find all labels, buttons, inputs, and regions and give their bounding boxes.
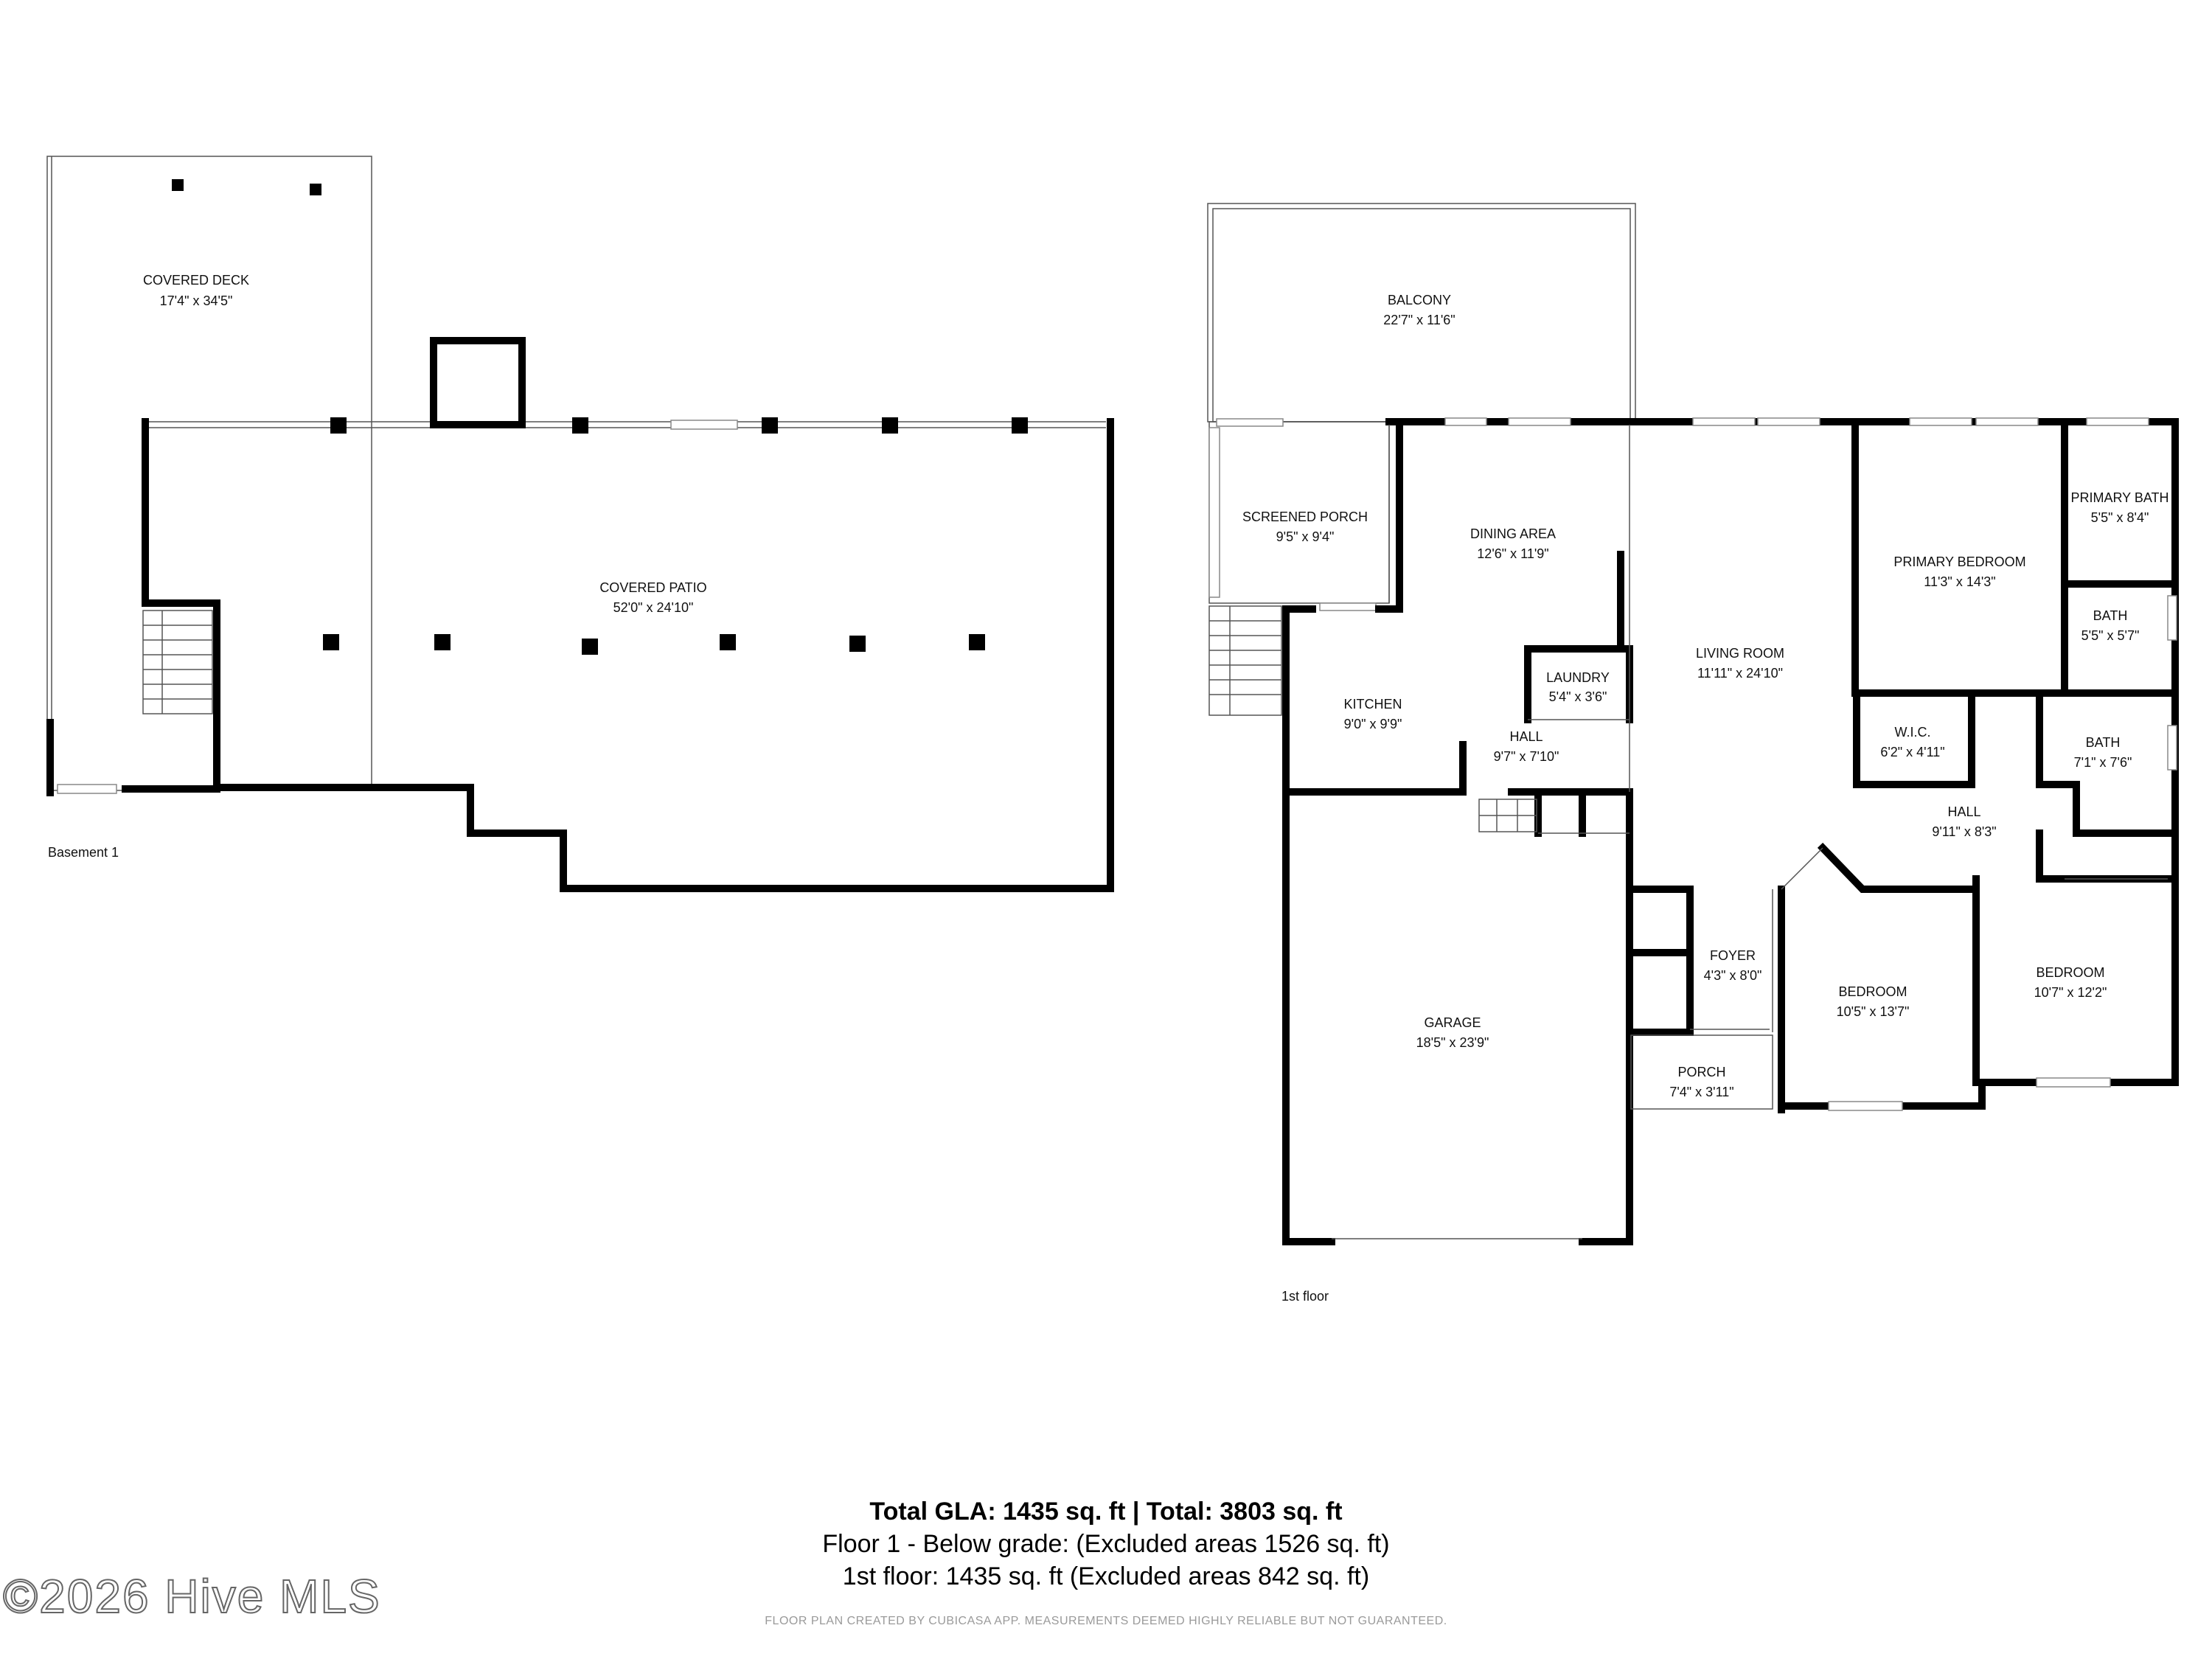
bath-2-name: BATH [2086, 735, 2121, 750]
wic-wall [1853, 689, 1975, 788]
laundry-dim: 5'4" x 3'6" [1549, 689, 1607, 704]
laundry-name: LAUNDRY [1546, 670, 1610, 685]
watermark: ©2026 Hive MLS [2, 1569, 381, 1624]
bath-2-dim: 7'1" x 7'6" [2074, 755, 2132, 770]
basement-floor-label: Basement 1 [48, 845, 119, 860]
bedroom-1-wall [1817, 842, 1980, 893]
patio-column [720, 634, 736, 650]
screened-porch-name: SCREENED PORCH [1242, 509, 1368, 524]
patio-outer-wall [142, 418, 1114, 892]
screened-porch-dim: 9'5" x 9'4" [1276, 529, 1335, 544]
patio-column [849, 636, 866, 652]
foyer-dim: 4'3" x 8'0" [1704, 968, 1762, 983]
basement-stairs [142, 610, 213, 714]
primary-bath-name: PRIMARY BATH [2070, 490, 2168, 505]
balcony-name: BALCONY [1388, 293, 1451, 307]
covered-deck-outline [46, 156, 372, 791]
covered-deck-dim: 17'4" x 34'5" [160, 293, 233, 308]
bedroom-2-dim: 10'7" x 12'2" [2034, 985, 2107, 1000]
patio-column [582, 639, 598, 655]
dining-area-name: DINING AREA [1470, 526, 1556, 541]
porch-dim: 7'4" x 3'11" [1669, 1085, 1733, 1099]
hall-1-dim: 9'7" x 7'10" [1494, 749, 1559, 764]
area-totals: Total GLA: 1435 sq. ft | Total: 3803 sq.… [0, 1495, 2212, 1593]
hall-2-dim: 9'11" x 8'3" [1932, 824, 1996, 839]
kitchen-dim: 9'0" x 9'9" [1344, 717, 1402, 731]
first-floor-area: 1st floor: 1435 sq. ft (Excluded areas 8… [842, 1562, 1370, 1590]
foyer-name: FOYER [1710, 948, 1756, 963]
patio-post [762, 417, 778, 434]
bedroom-1-name: BEDROOM [1838, 984, 1907, 999]
patio-post [572, 417, 588, 434]
first-floor-plan [1207, 203, 2179, 1245]
patio-column [323, 634, 339, 650]
patio-post [330, 417, 347, 434]
total-gla: Total GLA: 1435 sq. ft | Total: 3803 sq.… [869, 1498, 1343, 1526]
bath-1-name: BATH [2093, 608, 2128, 623]
room-labels: COVERED DECK 17'4" x 34'5" COVERED PATIO… [48, 273, 2169, 1304]
bath-1-dim: 5'5" x 5'7" [2081, 628, 2140, 643]
wic-name: W.I.C. [1895, 725, 1931, 740]
porch-stairs [1208, 605, 1282, 716]
primary-bedroom-name: PRIMARY BEDROOM [1893, 554, 2025, 569]
floor-1-area: Floor 1 - Below grade: (Excluded areas 1… [822, 1530, 1390, 1558]
garage-name: GARAGE [1424, 1015, 1481, 1030]
living-room-name: LIVING ROOM [1696, 646, 1784, 661]
dining-area-dim: 12'6" x 11'9" [1477, 546, 1548, 561]
bedroom-1-dim: 10'5" x 13'7" [1837, 1004, 1910, 1019]
living-room-dim: 11'11" x 24'10" [1697, 666, 1783, 681]
deck-post [172, 179, 184, 191]
patio-column [969, 634, 985, 650]
covered-patio-name: COVERED PATIO [599, 580, 706, 595]
chimney-wall [430, 337, 526, 427]
patio-column [434, 634, 451, 650]
covered-deck-name: COVERED DECK [143, 273, 249, 288]
kitchen-name: KITCHEN [1343, 697, 1402, 712]
bath-2-wall [2036, 689, 2179, 837]
patio-post [1012, 417, 1028, 434]
disclaimer: FLOOR PLAN CREATED BY CUBICASA APP. MEAS… [765, 1615, 1447, 1627]
garage-dim: 18'5" x 23'9" [1416, 1035, 1489, 1050]
balcony-dim: 22'7" x 11'6" [1383, 313, 1455, 327]
hall-1-name: HALL [1509, 729, 1543, 744]
hall-2-name: HALL [1947, 804, 1980, 819]
first-floor-label: 1st floor [1281, 1289, 1329, 1304]
porch-name: PORCH [1677, 1065, 1725, 1079]
garage-wall [1508, 788, 1633, 1245]
porch-outline [1630, 1034, 1773, 1110]
covered-patio-dim: 52'0" x 24'10" [613, 600, 694, 615]
patio-post [882, 417, 898, 434]
deck-post [310, 184, 321, 195]
primary-bedroom-dim: 11'3" x 14'3" [1924, 574, 1995, 589]
bedroom-2-name: BEDROOM [2036, 965, 2104, 980]
primary-bath-dim: 5'5" x 8'4" [2091, 510, 2149, 525]
wic-dim: 6'2" x 4'11" [1880, 745, 1944, 759]
basement-plan [46, 156, 1114, 892]
